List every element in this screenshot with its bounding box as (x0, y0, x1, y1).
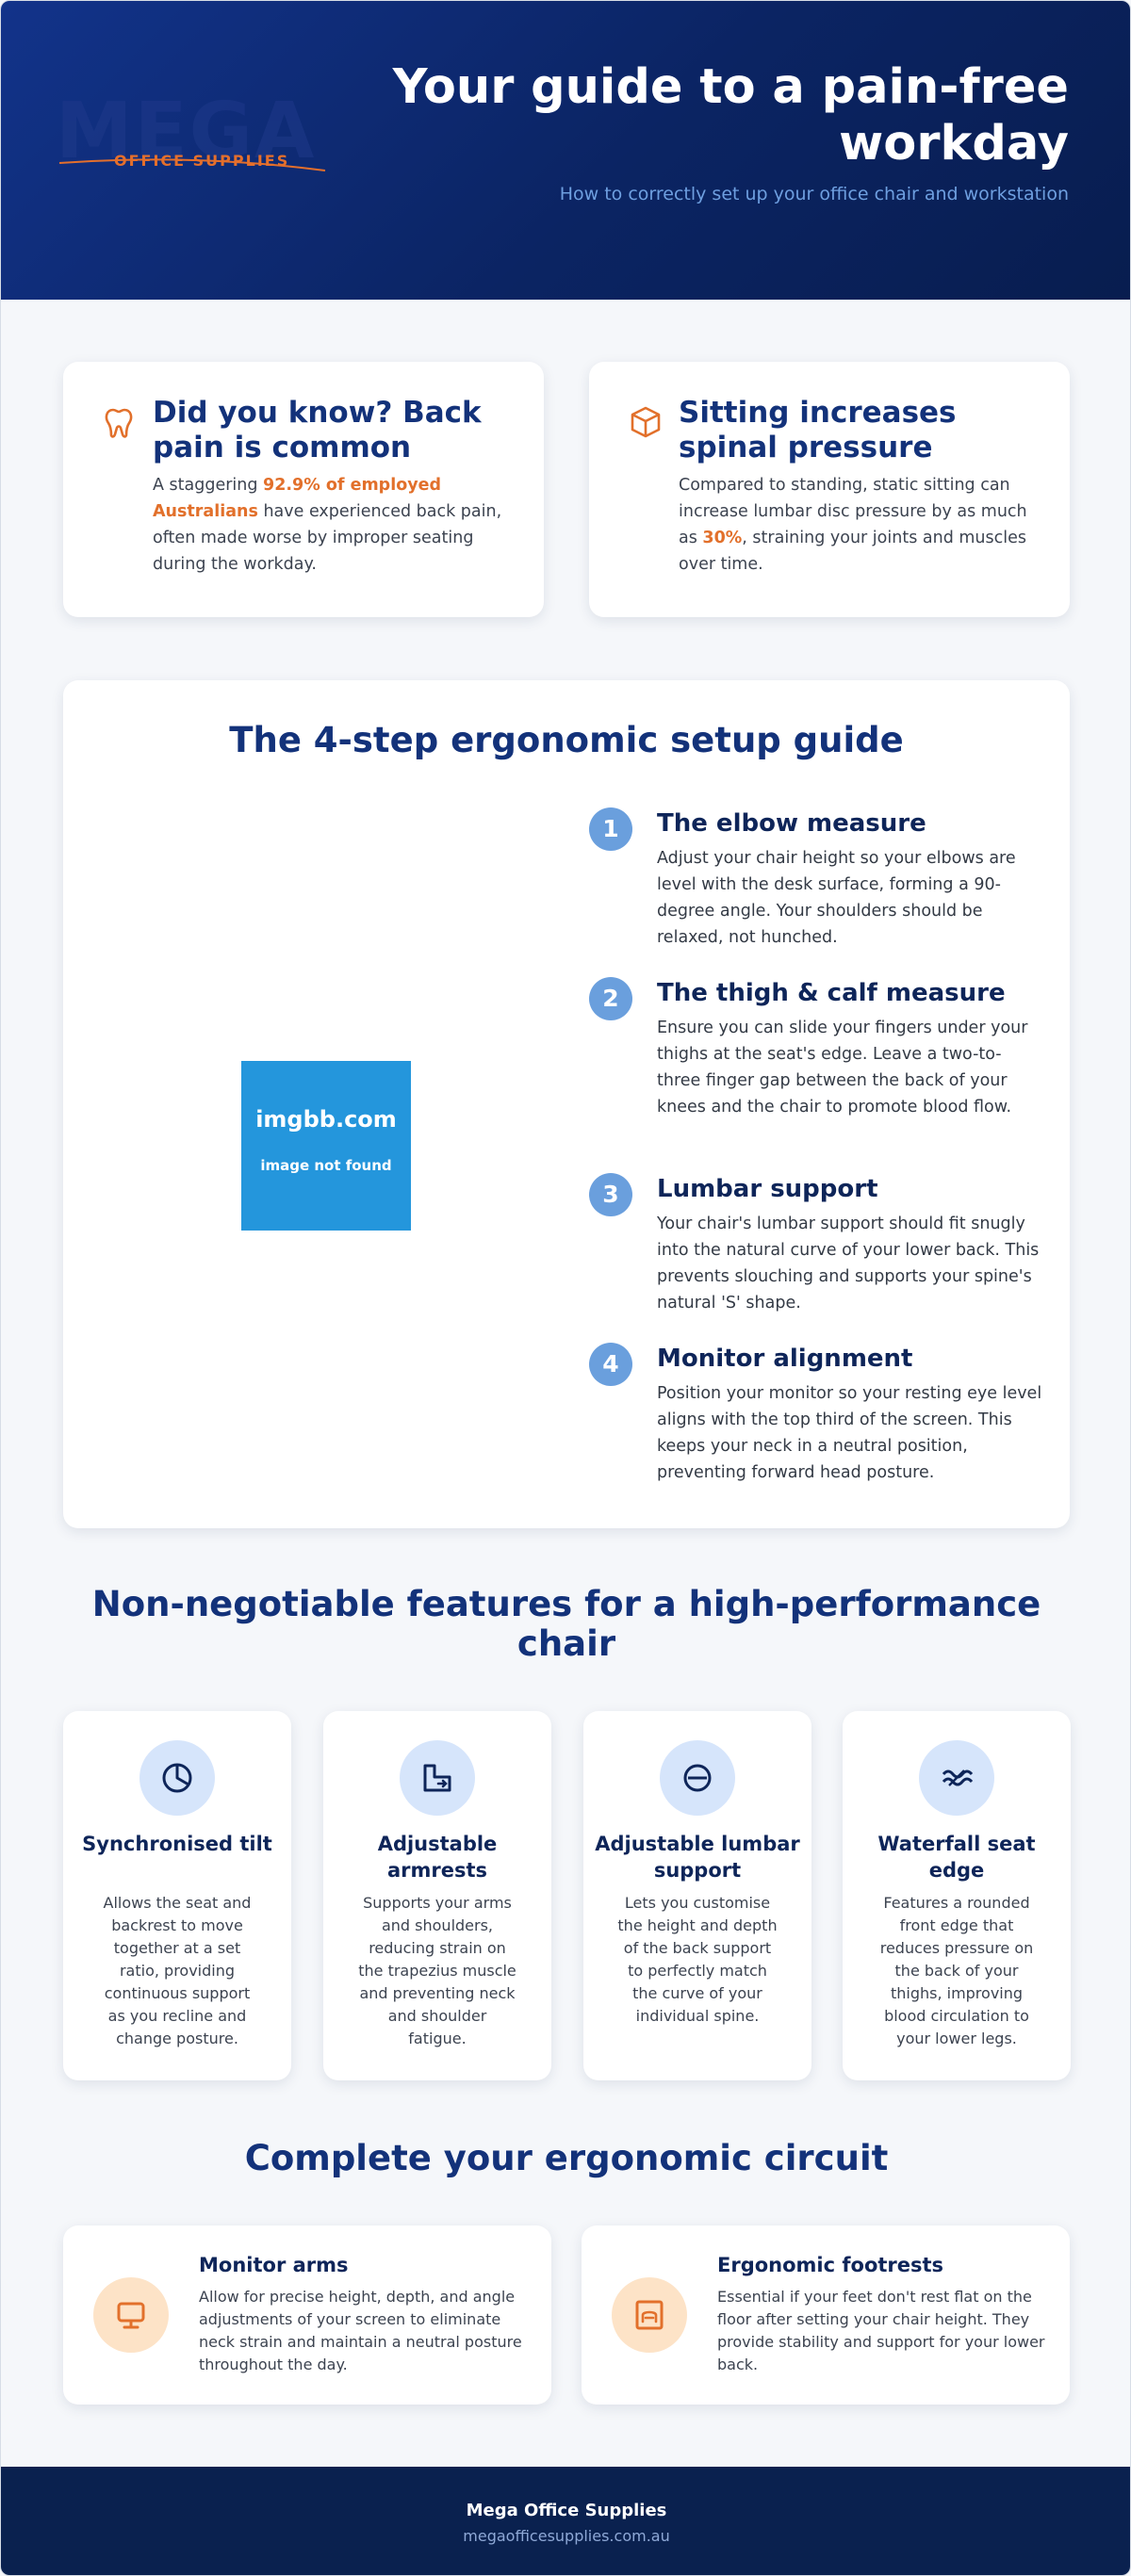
armrest-icon (423, 1764, 451, 1792)
hero-header: MEGA OFFICE SUPPLIES Your guide to a pai… (1, 1, 1130, 300)
footrest-icon (635, 2300, 664, 2330)
step-title: Monitor alignment (657, 1345, 913, 1373)
step-number-badge: 3 (589, 1173, 632, 1216)
fact-highlight: 92.9% of employed Australians (153, 476, 442, 521)
page-footer: Mega Office Supplies megaofficesupplies.… (1, 2467, 1130, 2575)
accessory-title: Monitor arms (199, 2254, 349, 2276)
feature-icon-circle (919, 1740, 994, 1816)
fact-text-part: A staggering (153, 476, 264, 495)
accessory-icon-circle (612, 2277, 687, 2353)
company-logo: MEGA OFFICE SUPPLIES (56, 93, 329, 178)
feature-text: Lets you customise the height and depth … (617, 1894, 778, 2025)
feature-title: Waterfall seat edge (877, 1833, 1036, 1882)
step-text: Adjust your chair height so your elbows … (657, 849, 1016, 947)
step-text: Position your monitor so your resting ey… (657, 1384, 1042, 1482)
pie-chart-icon (162, 1763, 192, 1793)
image-placeholder: imgbb.com image not found (241, 1061, 411, 1231)
feature-icon-circle (139, 1740, 215, 1816)
feature-text: Allows the seat and backrest to move tog… (103, 1894, 252, 2047)
accessory-text: Allow for precise height, depth, and ang… (199, 2288, 522, 2373)
fact-title: Sitting increases spinal pressure (679, 396, 957, 465)
fact-text-part: , straining your joints and muscles over… (679, 529, 1026, 574)
step-title: The elbow measure (657, 809, 926, 838)
step-number-badge: 4 (589, 1343, 632, 1386)
cube-icon (631, 406, 661, 438)
accessory-card: Ergonomic footrests Essential if your fe… (582, 2225, 1070, 2405)
page-title: Your guide to a pain-free workday (392, 59, 1069, 171)
feature-text: Features a rounded front edge that reduc… (879, 1894, 1034, 2047)
accessory-icon-circle (93, 2277, 169, 2353)
fact-card-spinal-pressure: Sitting increases spinal pressure Compar… (589, 362, 1070, 617)
feature-card: Synchronised tilt Allows the seat and ba… (63, 1711, 291, 2080)
accessory-card: Monitor arms Allow for precise height, d… (63, 2225, 551, 2405)
step-number-badge: 1 (589, 807, 632, 851)
accessory-text: Essential if your feet don't rest flat o… (717, 2288, 1045, 2373)
feature-title: Synchronised tilt (82, 1833, 272, 1855)
feature-icon-circle (400, 1740, 475, 1816)
guide-title: The 4-step ergonomic setup guide (229, 720, 904, 760)
feature-card: Waterfall seat edge Features a rounded f… (843, 1711, 1071, 2080)
feature-title: Adjustable armrests (377, 1833, 498, 1882)
footer-url-link[interactable]: megaofficesupplies.com.au (463, 2527, 670, 2545)
back-icon (105, 408, 133, 438)
fact-highlight: 30% (702, 529, 743, 547)
fact-title: Did you know? Back pain is common (153, 396, 482, 465)
fact-text-part: have experienced back pain, often made w… (153, 502, 502, 574)
waves-icon (942, 1769, 974, 1786)
image-placeholder-host: imgbb.com (255, 1106, 397, 1133)
step-title: Lumbar support (657, 1175, 878, 1203)
step-text: Your chair's lumbar support should fit s… (657, 1215, 1040, 1312)
feature-icon-circle (660, 1740, 735, 1816)
feature-card: Adjustable lumbar support Lets you custo… (583, 1711, 811, 2080)
feature-title: Adjustable lumbar support (595, 1833, 800, 1882)
setup-guide-card: The 4-step ergonomic setup guide imgbb.c… (63, 680, 1070, 1528)
feature-text: Supports your arms and shoulders, reduci… (358, 1894, 516, 2047)
logo-swoosh-icon (58, 158, 326, 171)
monitor-icon (117, 2302, 145, 2329)
step-text: Ensure you can slide your fingers under … (657, 1019, 1028, 1117)
logo-wordmark: MEGA (56, 87, 317, 176)
footer-brand: Mega Office Supplies (466, 2501, 667, 2520)
accessory-title: Ergonomic footrests (717, 2254, 944, 2276)
step-title: The thigh & calf measure (657, 979, 1006, 1007)
circle-minus-icon (683, 1764, 712, 1792)
image-placeholder-message: image not found (260, 1157, 392, 1174)
fact-text-part: Compared to standing, static sitting can… (679, 476, 1027, 547)
page-subtitle: How to correctly set up your office chai… (559, 184, 1069, 204)
circuit-title: Complete your ergonomic circuit (244, 2138, 889, 2178)
fact-text: A staggering 92.9% of employed Australia… (153, 472, 511, 578)
step-number-badge: 2 (589, 977, 632, 1020)
fact-text: Compared to standing, static sitting can… (679, 472, 1037, 578)
fact-card-back-pain: Did you know? Back pain is common A stag… (63, 362, 544, 617)
features-title: Non-negotiable features for a high-perfo… (91, 1584, 1041, 1664)
logo-subtitle: OFFICE SUPPLIES (114, 152, 290, 170)
feature-card: Adjustable armrests Supports your arms a… (323, 1711, 551, 2080)
